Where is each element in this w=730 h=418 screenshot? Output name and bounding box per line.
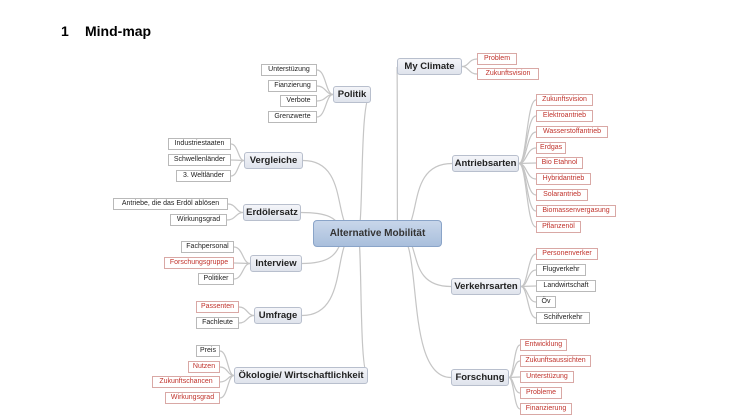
- leaf-passenten-connector: [238, 306, 255, 317]
- branch-interview[interactable]: Interview: [250, 255, 302, 272]
- leaf-personenverker[interactable]: Personenverker: [536, 248, 598, 260]
- leaf-schwellenlaender[interactable]: Schwellenländer: [168, 154, 231, 166]
- leaf-industriestaaten-connector: [230, 143, 245, 162]
- leaf-pflanzenoel-connector: [518, 162, 537, 228]
- leaf-nutzen[interactable]: Nutzen: [188, 361, 220, 373]
- leaf-flugverkehr[interactable]: Flugverkehr: [536, 264, 586, 276]
- leaf-erdgas[interactable]: Erdgas: [536, 142, 566, 154]
- branch-my-climate[interactable]: My Climate: [397, 58, 462, 75]
- leaf-wirkungsgrad[interactable]: Wirkungsgrad: [170, 214, 227, 226]
- leaf-problem[interactable]: Problem: [477, 53, 517, 65]
- leaf-fachleute[interactable]: Fachleute: [196, 317, 239, 329]
- leaf-schifverkehr-connector: [520, 285, 537, 319]
- branch-vergleiche[interactable]: Vergleiche: [244, 152, 303, 169]
- leaf-grenzwerte-connector: [316, 93, 334, 118]
- leaf-wirkungsgrad-2[interactable]: Wirkungsgrad: [165, 392, 220, 404]
- leaf-zukunftsvision[interactable]: Zukunftsvision: [477, 68, 539, 80]
- leaf-antriebe-erdoel[interactable]: Antriebe, die das Erdöl ablösen: [113, 198, 228, 210]
- leaf-probleme[interactable]: Probleme: [520, 387, 562, 399]
- leaf-problem-connector: [461, 58, 478, 68]
- branch-forschung[interactable]: Forschung: [451, 369, 509, 386]
- leaf-finanzierung-connector: [508, 376, 521, 410]
- leaf-industriestaaten[interactable]: Industriestaaten: [168, 138, 231, 150]
- leaf-politiker-connector: [233, 262, 251, 280]
- leaf-bio-etahnol-connector: [518, 162, 537, 165]
- leaf-wirkungsgrad-connector: [226, 211, 244, 221]
- section-title: Mind-map: [85, 23, 152, 39]
- leaf-entwicklung[interactable]: Entwicklung: [520, 339, 567, 351]
- branch-politik[interactable]: Politik: [333, 86, 371, 103]
- branch-forschung-connector: [397, 232, 452, 379]
- branch-erdoelersatz[interactable]: Erdölersatz: [243, 204, 301, 221]
- leaf-grenzwerte[interactable]: Grenzwerte: [268, 111, 317, 123]
- leaf-politiker[interactable]: Politiker: [198, 273, 234, 285]
- leaf-unterstuzung-2[interactable]: Unterstüzung: [520, 371, 574, 383]
- leaf-fachpersonal[interactable]: Fachpersonal: [181, 241, 234, 253]
- leaf-preis-connector: [219, 350, 235, 377]
- leaf-oev[interactable]: Öv: [536, 296, 556, 308]
- leaf-unterstuzung-2-connector: [508, 376, 521, 379]
- leaf-zukunftsvision-2[interactable]: Zukunftsvision: [536, 94, 593, 106]
- leaf-verbote[interactable]: Verbote: [280, 95, 317, 107]
- section-number: 1: [61, 23, 69, 39]
- branch-oekologie-connector: [356, 232, 369, 377]
- leaf-forschungsgruppe-connector: [233, 262, 251, 265]
- leaf-finanzierung[interactable]: Finanzierung: [520, 403, 572, 415]
- leaf-preis[interactable]: Preis: [196, 345, 220, 357]
- leaf-elektroantrieb[interactable]: Elektroantrieb: [536, 110, 593, 122]
- leaf-hybridantrieb[interactable]: Hybridantrieb: [536, 173, 591, 185]
- leaf-zukunftschancen[interactable]: Zukunftschancen: [152, 376, 220, 388]
- branch-my-climate-connector: [396, 65, 399, 235]
- branch-antriebsarten[interactable]: Antriebsarten: [452, 155, 519, 172]
- leaf-pflanzenoel[interactable]: Pflanzenöl: [536, 221, 581, 233]
- branch-verkehrsarten[interactable]: Verkehrsarten: [451, 278, 521, 295]
- leaf-biomassenvergasung[interactable]: Biomassenvergasung: [536, 205, 616, 217]
- branch-umfrage[interactable]: Umfrage: [254, 307, 302, 324]
- section-heading: 1 Mind-map: [61, 23, 151, 39]
- leaf-3-weltlaender[interactable]: 3. Weltländer: [176, 170, 231, 182]
- branch-oekologie[interactable]: Ökologie/ Wirtschaftlichkeit: [234, 367, 368, 384]
- leaf-antriebe-erdoel-connector: [227, 203, 244, 214]
- leaf-unterstuzung-connector: [316, 69, 334, 96]
- leaf-passenten[interactable]: Passenten: [196, 301, 239, 313]
- leaf-solarantrieb[interactable]: Solarantrieb: [536, 189, 588, 201]
- leaf-zukunftsvision-connector: [461, 65, 478, 75]
- leaf-fachleute-connector: [238, 314, 255, 324]
- central-topic[interactable]: Alternative Mobilität: [313, 220, 442, 247]
- leaf-wasserstoffantrieb[interactable]: Wasserstoffantrieb: [536, 126, 608, 138]
- leaf-fachpersonal-connector: [233, 246, 251, 265]
- leaf-zukunftsaussichten[interactable]: Zukunftsaussichten: [520, 355, 591, 367]
- leaf-3-weltlaender-connector: [230, 159, 245, 177]
- leaf-schifverkehr[interactable]: Schifverkehr: [536, 312, 590, 324]
- leaf-landwirtschaft-connector: [520, 285, 537, 288]
- leaf-forschungsgruppe[interactable]: Forschungsgruppe: [164, 257, 234, 269]
- leaf-wirkungsgrad-2-connector: [219, 374, 235, 399]
- leaf-fianzierung[interactable]: Fianzierung: [268, 80, 317, 92]
- leaf-landwirtschaft[interactable]: Landwirtschaft: [536, 280, 596, 292]
- branch-politik-connector: [356, 93, 372, 235]
- leaf-unterstuzung[interactable]: Unterstüzung: [261, 64, 317, 76]
- leaf-schwellenlaender-connector: [230, 159, 245, 162]
- leaf-bio-etahnol[interactable]: Bio Etahnol: [536, 157, 583, 169]
